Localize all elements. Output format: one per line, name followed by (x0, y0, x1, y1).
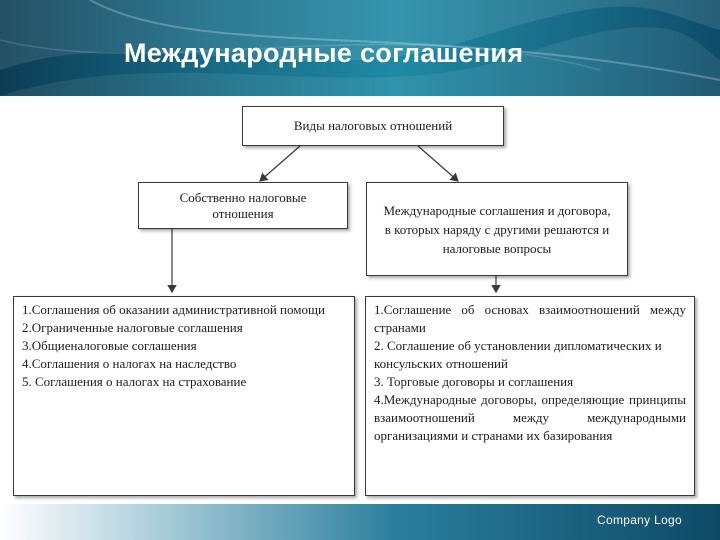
list-item: 2.Ограниченные налоговые соглашения (22, 320, 243, 335)
right-category-box: Международные соглашения и договора, в к… (366, 182, 628, 276)
arrow-root-to-right (417, 145, 459, 182)
left-category-box: Собственно налоговые отношения (138, 182, 348, 229)
arrow-root-to-left (259, 145, 301, 182)
list-item: 2. Соглашение об установлении дипломатич… (374, 338, 662, 371)
list-item: 3. Торговые договоры и соглашения (374, 374, 574, 389)
list-item: 4.Международные договоры, определяющие п… (374, 392, 686, 443)
list-item: 1.Соглашения об оказании административно… (22, 302, 325, 317)
list-item: 4.Соглашения о налогах на наследство (22, 356, 237, 371)
list-item: 5. Соглашения о налогах на страхование (22, 374, 247, 389)
left-items-list: 1.Соглашения об оказании административно… (14, 297, 354, 395)
right-list-box: 1.Соглашение об основах взаимоотношений … (365, 296, 695, 496)
right-items-list: 1.Соглашение об основах взаимоотношений … (366, 297, 694, 449)
root-label: Виды налоговых отношений (293, 118, 453, 133)
diagram-connectors (167, 145, 501, 294)
slide-header: Международные соглашения (0, 0, 720, 96)
root-box: Виды налоговых отношений (242, 106, 504, 146)
list-item: 3.Общиеналоговые соглашения (22, 338, 197, 353)
list-item: 1.Соглашение об основах взаимоотношений … (374, 302, 686, 335)
slide-footer: Company Logo (0, 504, 720, 540)
left-category-label: Собственно налоговые отношения (179, 189, 307, 221)
header-wave-decoration (0, 0, 720, 96)
right-category-label: Международные соглашения и договора, в к… (383, 202, 611, 256)
slide-title: Международные соглашения (124, 38, 524, 68)
left-list-box: 1.Соглашения об оказании административно… (13, 296, 355, 496)
tax-relations-diagram: Виды налоговых отношений Собственно нало… (0, 96, 720, 504)
company-logo: Company Logo (597, 513, 682, 527)
